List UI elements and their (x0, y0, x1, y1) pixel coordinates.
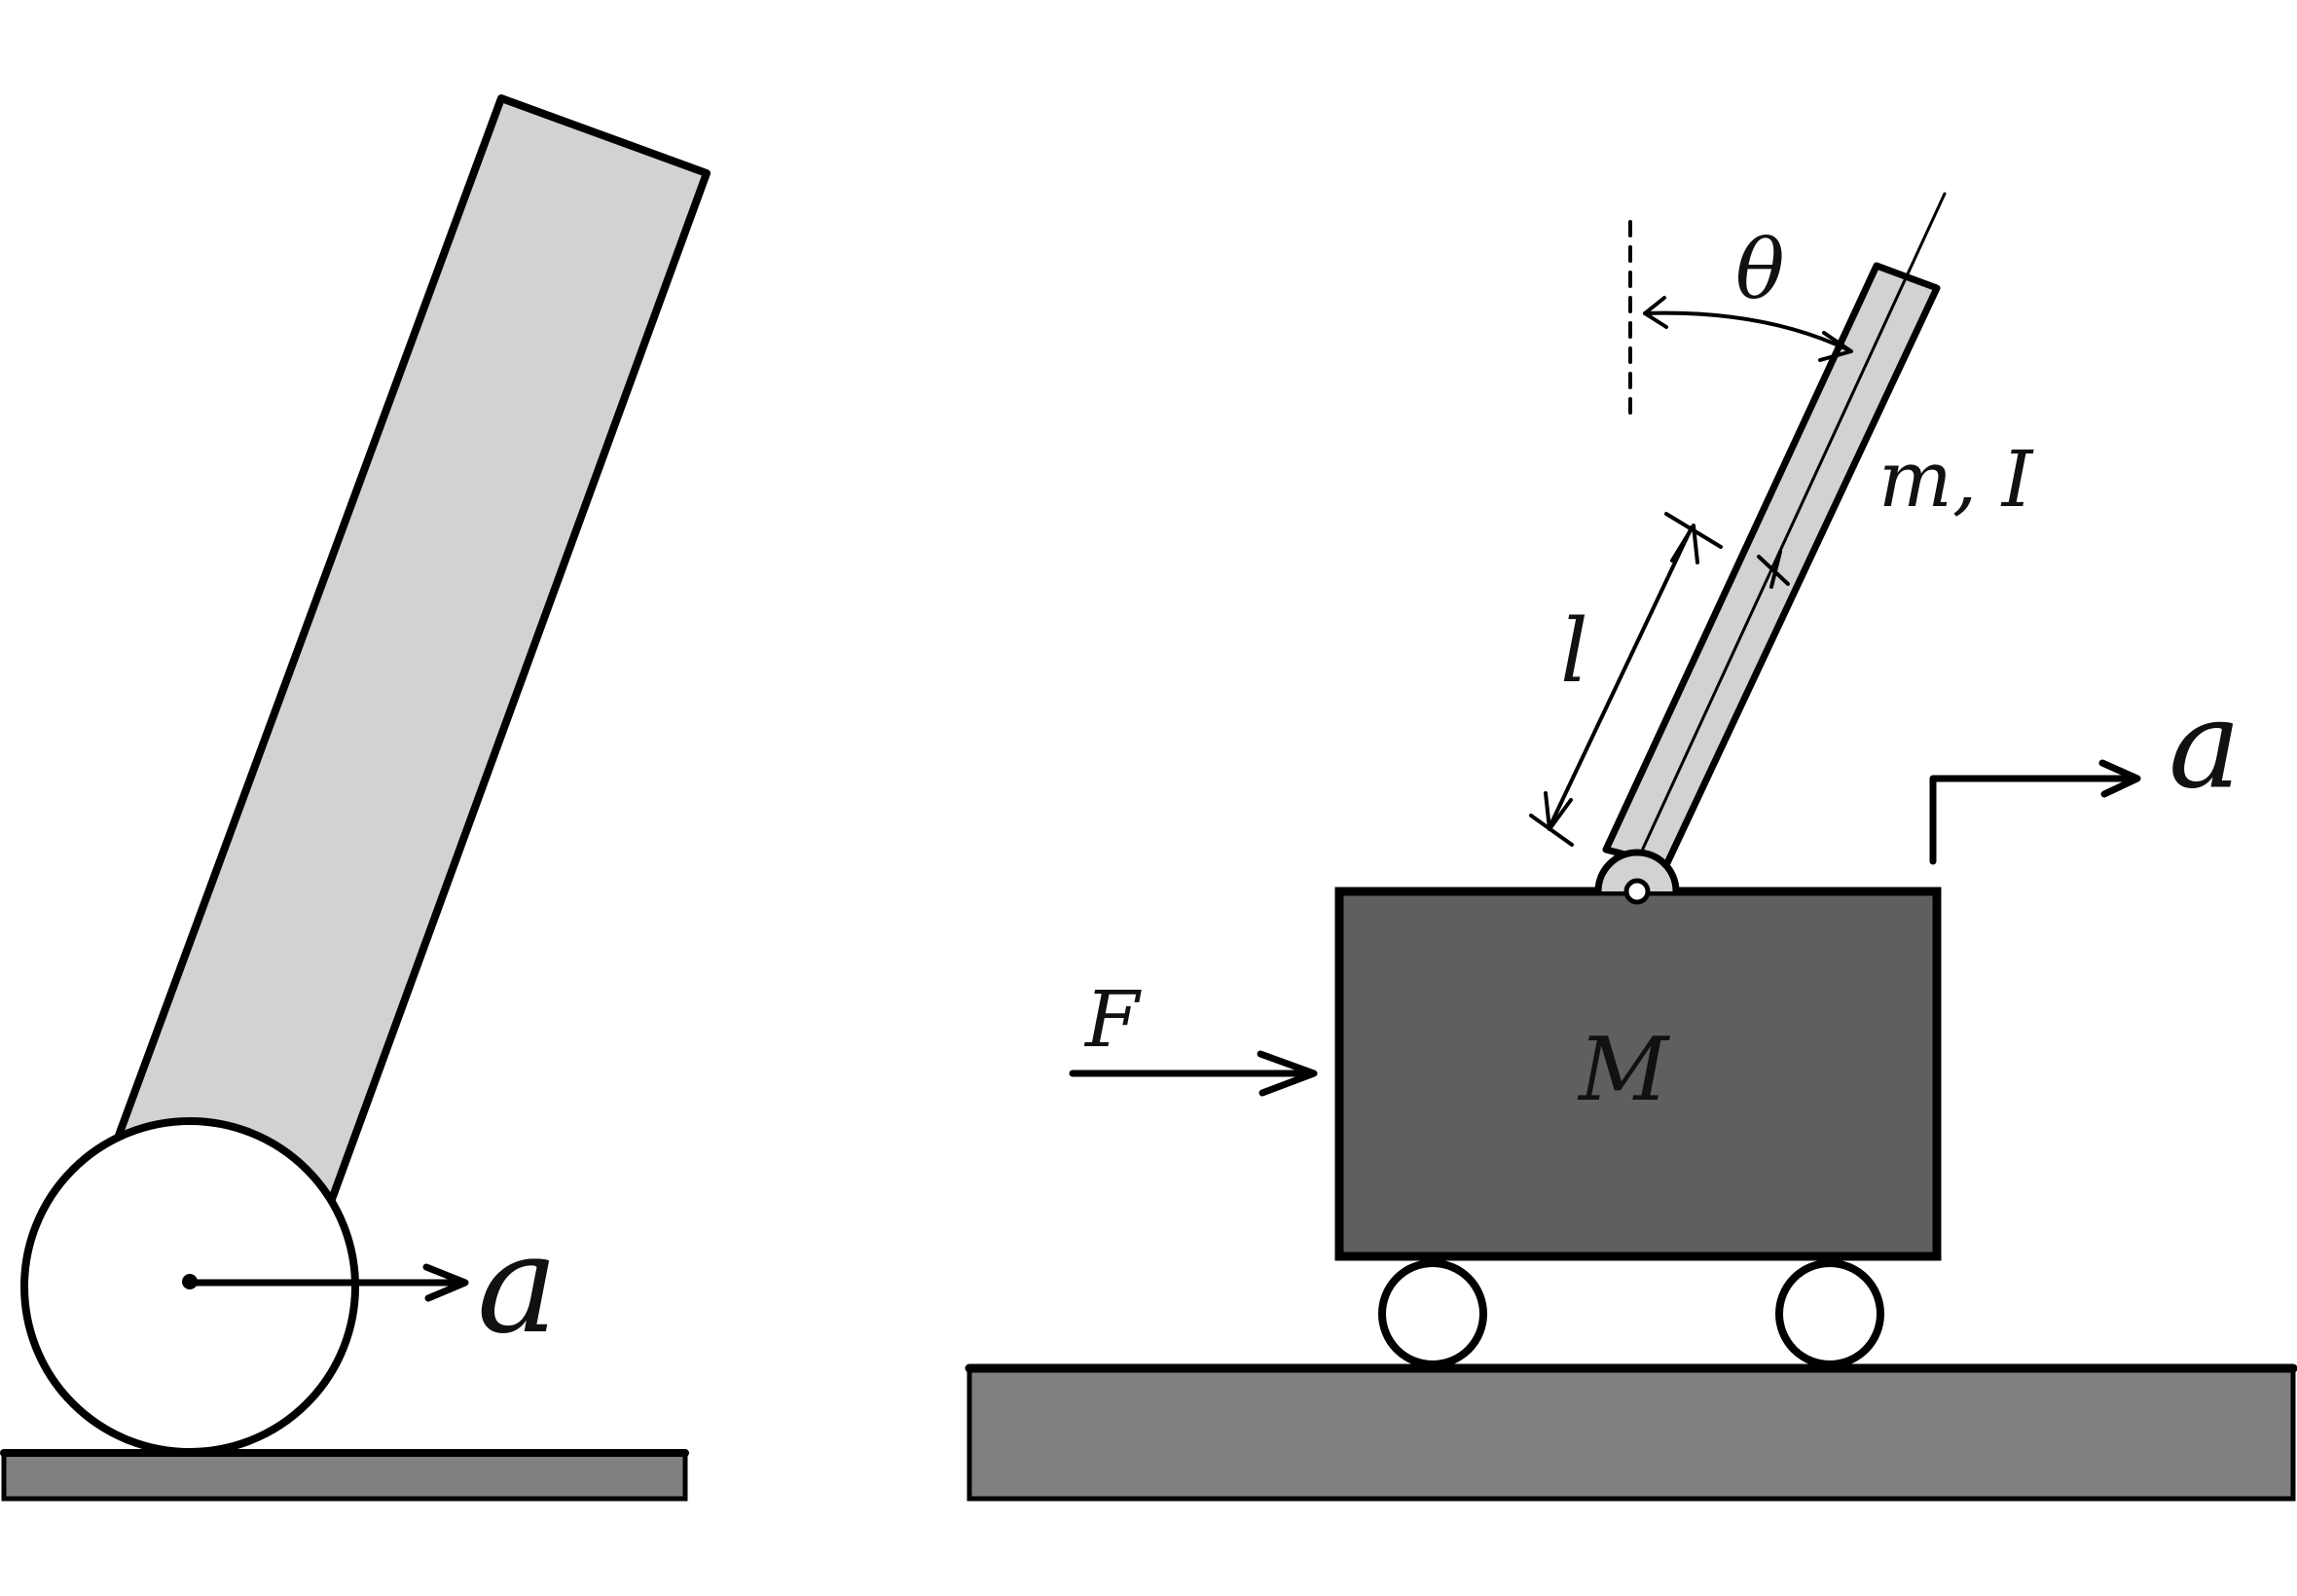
left-acceleration-arrow (186, 1263, 469, 1302)
length-dimension (1529, 512, 1723, 847)
center-of-mass-mark (1757, 550, 1790, 589)
cart-acceleration-label: a (2169, 674, 2242, 816)
cart-wheel-left (1378, 1259, 1487, 1368)
pivot-housing (1594, 849, 1680, 892)
right-ground (966, 1364, 2296, 1502)
pendulum-rod (1602, 262, 1941, 869)
pendulum-centerline (1641, 192, 1947, 851)
length-label: l (1560, 600, 1588, 703)
left-ground (1, 1450, 688, 1502)
right-figure: θ m, I l M F a (965, 192, 2297, 1502)
pivot-pin (1623, 878, 1651, 905)
angle-arc (1643, 296, 1853, 362)
pendulum-label: m, I (1878, 434, 2034, 525)
force-label: F (1083, 974, 1142, 1065)
cart-wheel-right (1775, 1259, 1884, 1368)
left-figure: a (0, 94, 711, 1502)
left-acceleration-label: a (477, 1206, 558, 1364)
cart-mass-label: M (1577, 1019, 1670, 1121)
cart-acceleration-arrow (1929, 759, 2141, 865)
angle-label: θ (1735, 222, 1785, 317)
left-stick (113, 94, 711, 1206)
force-arrow (1069, 1050, 1318, 1097)
